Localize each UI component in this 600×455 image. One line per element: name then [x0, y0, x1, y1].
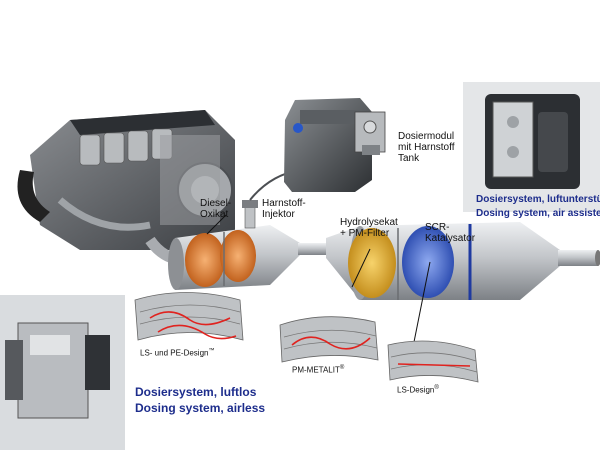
label-ls-design-text: LS-Design: [397, 385, 435, 395]
ls-pe-design-substrate: [134, 292, 244, 341]
label-ls-pe-design-text: LS- und PE-Design: [140, 348, 209, 358]
air-assisted-caption-en: Dosing system, air assisted: [476, 208, 600, 219]
label-hydrolysekat: Hydrolysekat + PM-Filter: [340, 217, 398, 239]
label-scr-katalysator: SCR- Katalysator: [425, 222, 476, 244]
air-assisted-caption-de: Dosiersystem, luftunterstütztes: [476, 194, 600, 205]
label-pm-metalit-text: PM-METALIT: [292, 365, 340, 375]
airless-caption-en: Dosing system, airless: [135, 401, 266, 415]
label-pm-metalit: PM-METALIT®: [292, 363, 344, 376]
oxikat-substrate: [185, 233, 225, 287]
engine: [17, 110, 235, 250]
label-ls-design: LS-Design®: [397, 383, 439, 396]
label-harnstoff-injektor: Harnstoff- Injektor: [262, 198, 306, 220]
air-assisted-dosing-inset: [463, 82, 600, 212]
ls-design-substrate: [387, 340, 479, 383]
leader-lines: [206, 214, 431, 343]
registered-mark: ®: [434, 385, 439, 391]
label-ls-pe-design: LS- und PE-Design™: [140, 346, 214, 359]
registered-mark: ®: [339, 365, 345, 371]
pm-metalit-substrate: [279, 316, 379, 363]
airless-dosing-inset: [0, 295, 125, 450]
trademark-mark: ™: [208, 348, 215, 354]
airless-dosing-unit-image: [5, 322, 110, 419]
scr-substrate: [402, 226, 454, 298]
airless-caption-de: Dosiersystem, luftlos: [135, 385, 257, 399]
air-assisted-dosing-unit-image: [485, 94, 580, 189]
label-diesel-oxikat: Diesel- Oxikat: [200, 198, 232, 220]
dosing-module-tank: [284, 98, 386, 192]
pm-filter-substrate: [348, 228, 396, 298]
label-dosiermodul: Dosiermodul mit Harnstoff Tank: [398, 131, 455, 164]
